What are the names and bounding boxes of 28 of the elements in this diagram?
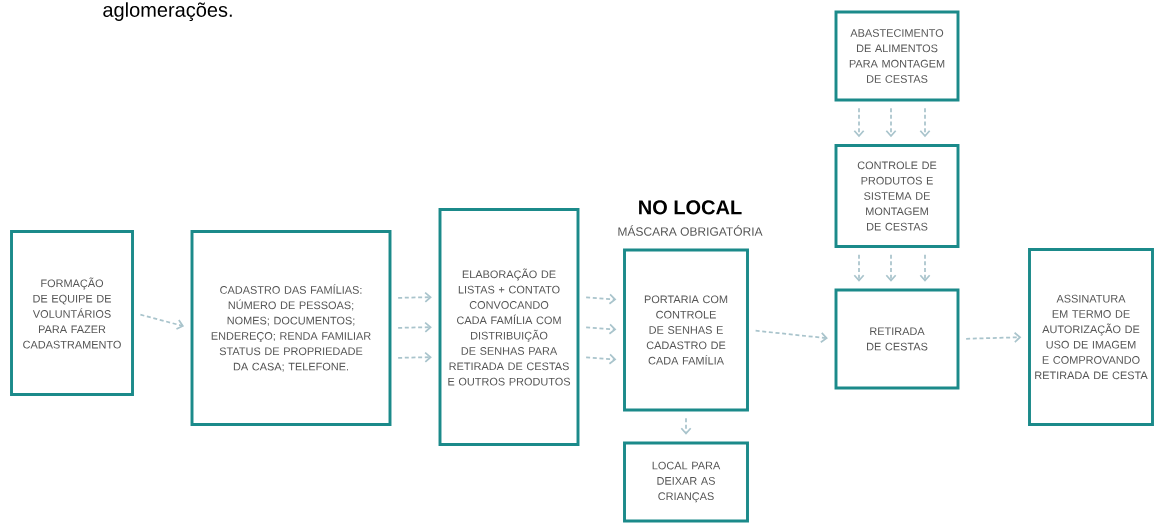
process-box: PORTARIA COM CONTROLE DE SENHAS E CADASTRO DE CADA FAMÍLIA (623, 248, 749, 412)
text-line: aglomerações. (103, 2, 232, 21)
arrow (585, 323, 617, 335)
process-box: ABASTECIMENTO DE ALIMENTOS PARA MONTAGEM DE CESTAS (834, 10, 960, 102)
heading: NO LOCAL (639, 200, 742, 215)
arrow (919, 253, 931, 282)
arrow (885, 253, 897, 282)
process-box: ELABORAÇÃO DE LISTAS + CONTATO CONVOCANDO CADA FAMÍLIA COM DISTRIBUIÇÃO DE SENHAS PARA RETIRADA DE CESTAS E OUTROS PRODUTOS (438, 208, 580, 446)
arrow (680, 417, 692, 435)
process-box: FORMAÇÃO DE EQUIPE DE VOLUNTÁRIOS PARA FAZER CADASTRAMENTO (10, 230, 134, 396)
process-box: CADASTRO DAS FAMÍLIAS: NÚMERO DE PESSOAS; NOMES; DOCUMENTOS; ENDEREÇO; RENDA FAMILIAR STATUS DE PROPRIEDADE DA CASA; TELEFONE. (190, 230, 392, 426)
arrow (397, 321, 432, 333)
arrow (585, 353, 617, 365)
arrow (585, 293, 617, 305)
subheading: MÁSCARA OBRIGATÓRIA (618, 225, 763, 236)
arrow (919, 107, 931, 138)
arrow (397, 351, 432, 363)
process-box: RETIRADA DE CESTAS (834, 288, 960, 390)
arrow (754, 329, 828, 344)
arrow (853, 107, 865, 138)
process-box: CONTROLE DE PRODUTOS E SISTEMA DE MONTAGEM DE CESTAS (834, 144, 960, 248)
process-box: LOCAL PARA DEIXAR AS CRIANÇAS (623, 441, 749, 523)
arrow (885, 107, 897, 138)
arrow (853, 253, 865, 282)
process-box: ASSINATURA EM TERMO DE AUTORIZAÇÃO DE USO DE IMAGEM E COMPROVANDO RETIRADA DE CESTA (1028, 248, 1154, 426)
arrow (139, 313, 185, 330)
arrow (965, 331, 1022, 343)
arrow (397, 291, 432, 303)
